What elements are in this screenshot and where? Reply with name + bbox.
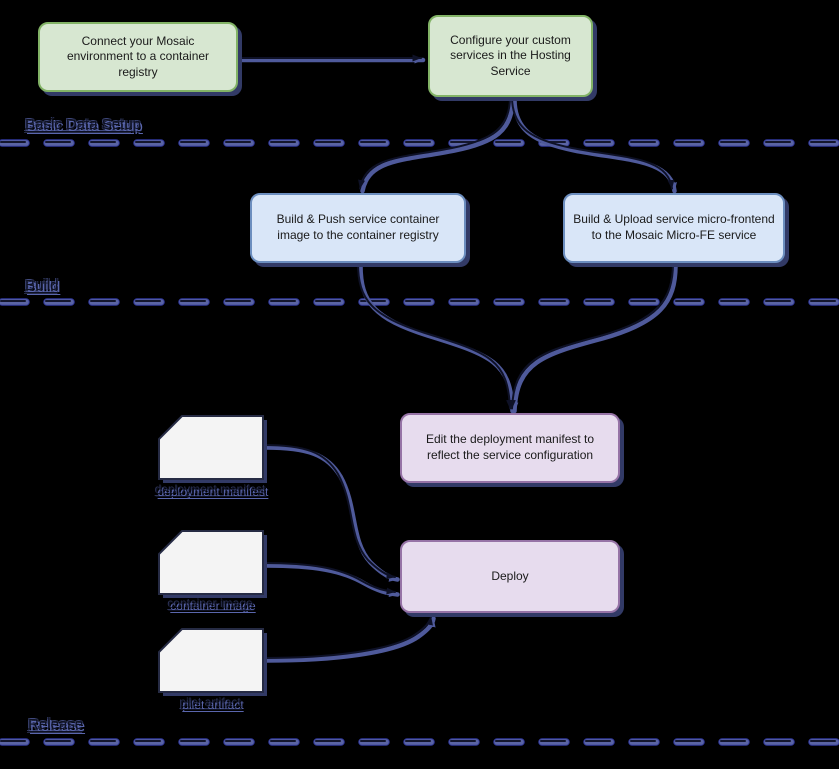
node-configure-hosting-label: Configure your custom services in the Ho… [450,32,571,78]
edge-configure-to-build-upload [511,96,677,194]
artifact-container-image-label: container image [168,597,254,611]
node-connect-registry-label: Connect your Mosaic environment to a con… [66,33,210,79]
lane-label-build: Build [25,277,59,294]
artifact-pilet [158,628,270,704]
lane-label-basic-data-setup: Basic Data Setup [25,116,141,133]
node-connect-registry: Connect your Mosaic environment to a con… [38,22,238,92]
edge-build-upload-to-edit-manifest [508,262,678,414]
node-edit-manifest-label: Edit the deployment manifest to reflect … [425,432,595,462]
lane-divider-release [0,738,839,746]
node-deploy-label: Deploy [491,568,529,583]
artifact-container-image [158,530,270,606]
node-configure-hosting: Configure your custom services in the Ho… [428,15,593,97]
edge-container-image-to-deploy [262,562,400,598]
document-shape-icon [158,530,267,598]
node-edit-manifest: Edit the deployment manifest to reflect … [400,413,620,483]
node-build-push-image: Build & Push service container image to … [250,193,466,263]
edge-build-push-to-edit-manifest [357,262,516,414]
edge-pilet-artifact-to-deploy [262,615,436,663]
node-build-push-image-label: Build & Push service container image to … [276,212,440,242]
lane-label-release: Release [28,716,84,733]
node-build-upload-mfe: Build & Upload service micro-frontend to… [563,193,785,263]
edge-connect-to-configure [237,54,426,64]
lane-divider-basic-data-setup [0,139,839,147]
document-shape-icon [158,415,267,483]
artifact-deployment-manifest [158,415,270,491]
edge-deployment-manifest-to-deploy [262,444,400,582]
document-shape-icon [158,628,267,696]
artifact-pilet-label: pilet artifact [180,696,242,710]
node-build-upload-mfe-label: Build & Upload service micro-frontend to… [573,212,775,242]
node-deploy: Deploy [400,540,620,613]
artifact-deployment-manifest-label: deployment manifest [155,483,267,497]
edge-configure-to-build-push [358,96,515,194]
lane-divider-build [0,298,839,306]
